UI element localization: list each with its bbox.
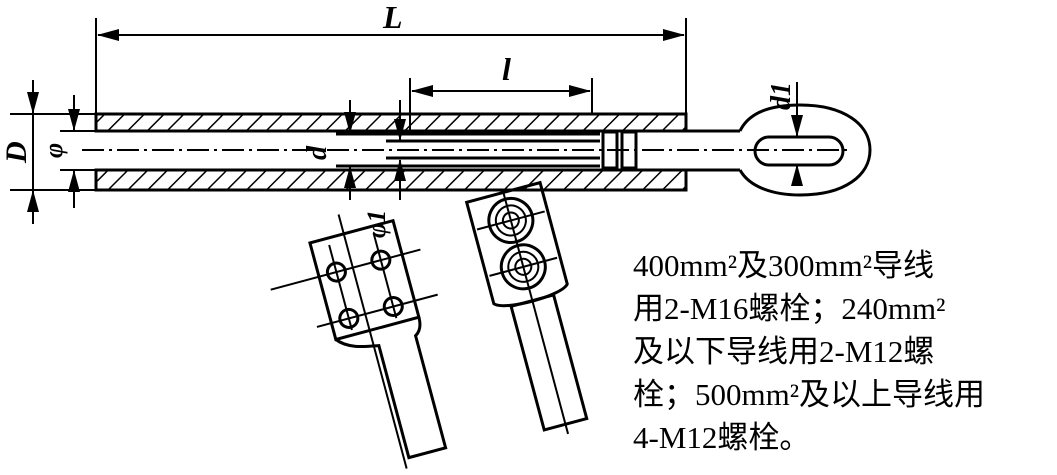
label-d1: d1 [766, 82, 797, 110]
label-D: D [0, 141, 33, 164]
note-line: 400mm²及300mm²导线 [633, 248, 935, 283]
dimension-phi: φ [39, 95, 96, 208]
label-L: L [382, 0, 403, 35]
four-bolt-lug [270, 214, 448, 469]
bolt-specification-note: 400mm²及300mm²导线 用2-M16螺栓；240mm² 及以下导线用2-… [633, 244, 985, 459]
note-line: 及以下导线用2-M12螺 [633, 334, 935, 369]
dimension-d1: d1 [766, 82, 803, 186]
dimension-L: L [95, 0, 687, 114]
label-d: d [302, 145, 333, 160]
note-line: 用2-M16螺栓；240mm² [633, 291, 946, 326]
bolt-icon [489, 243, 558, 291]
pipe-section [82, 112, 850, 192]
note-line: 4-M12螺栓。 [633, 420, 811, 455]
label-phi: φ [39, 143, 68, 158]
two-bolt-lug [464, 180, 589, 435]
label-l: l [502, 51, 511, 87]
note-line: 栓；500mm²及以上导线用 [633, 377, 986, 412]
bolt-icon [476, 196, 545, 244]
dimension-D: D [0, 80, 96, 224]
dimension-d: d [302, 100, 356, 200]
dimension-l: l [409, 51, 593, 131]
